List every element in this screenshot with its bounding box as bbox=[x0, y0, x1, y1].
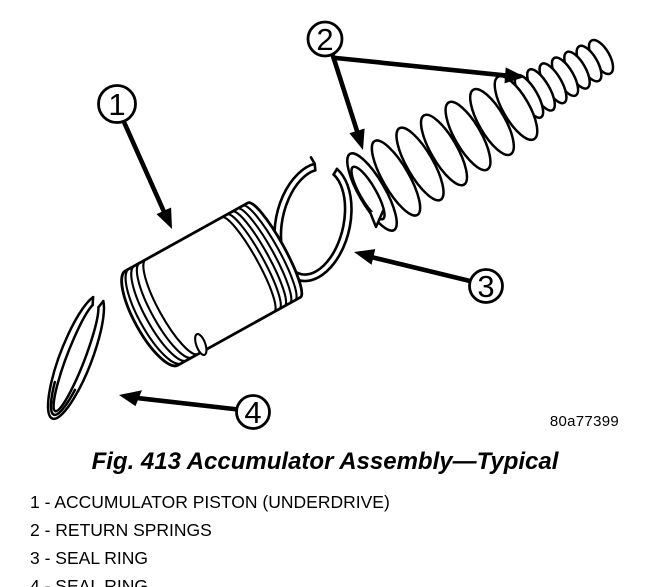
assembly-diagram: 1 2 3 4 bbox=[46, 20, 615, 430]
arrow-to-inner-spring bbox=[333, 55, 525, 84]
callout-2-number: 2 bbox=[316, 22, 333, 57]
outer-spring-wire-end bbox=[368, 209, 385, 229]
callout-4: 4 bbox=[235, 394, 271, 430]
callout-2: 2 bbox=[306, 20, 344, 58]
outer-spring-opening bbox=[350, 165, 386, 221]
callout-3-number: 3 bbox=[477, 269, 494, 304]
callout-3: 3 bbox=[468, 268, 504, 304]
legend-item-label: SEAL RING bbox=[55, 548, 149, 568]
parts-legend: 1 - ACCUMULATOR PISTON (UNDERDRIVE) 2 - … bbox=[30, 488, 390, 587]
legend-item-label: ACCUMULATOR PISTON (UNDERDRIVE) bbox=[54, 492, 390, 512]
legend-item-number: 4 bbox=[30, 576, 40, 587]
legend-item-separator: - bbox=[39, 576, 56, 587]
legend-item-number: 2 bbox=[30, 520, 40, 540]
legend-item-separator: - bbox=[39, 492, 55, 512]
legend-item-label: SEAL RING bbox=[55, 576, 149, 587]
arrow-to-piston bbox=[121, 119, 172, 229]
callout-arrows bbox=[119, 53, 525, 412]
figure-code: 80a77399 bbox=[549, 413, 619, 430]
arrow-to-seal-ring-4 bbox=[119, 390, 240, 412]
legend-item: 3 - SEAL RING bbox=[30, 544, 390, 572]
legend-item: 2 - RETURN SPRINGS bbox=[30, 516, 390, 544]
legend-item-number: 1 bbox=[30, 492, 40, 512]
arrow-to-seal-ring-3 bbox=[354, 249, 473, 284]
seal-ring-4-drawing bbox=[46, 295, 106, 421]
legend-item: 1 - ACCUMULATOR PISTON (UNDERDRIVE) bbox=[30, 488, 390, 516]
return-springs-drawing bbox=[346, 38, 615, 232]
figure-caption: Fig. 413 Accumulator Assembly—Typical bbox=[91, 448, 559, 475]
legend-item-separator: - bbox=[39, 520, 56, 540]
callout-1: 1 bbox=[97, 84, 137, 124]
arrow-to-outer-spring bbox=[330, 53, 365, 150]
legend-item-number: 3 bbox=[30, 548, 40, 568]
piston-slot bbox=[194, 332, 208, 357]
callout-1-number: 1 bbox=[108, 87, 125, 122]
legend-item-label: RETURN SPRINGS bbox=[55, 520, 212, 540]
callout-4-number: 4 bbox=[244, 395, 261, 430]
legend-item-separator: - bbox=[39, 548, 56, 568]
piston-drawing bbox=[120, 201, 304, 368]
callout-balloons: 1 2 3 4 bbox=[97, 20, 504, 430]
legend-item: 4 - SEAL RING bbox=[30, 572, 390, 587]
